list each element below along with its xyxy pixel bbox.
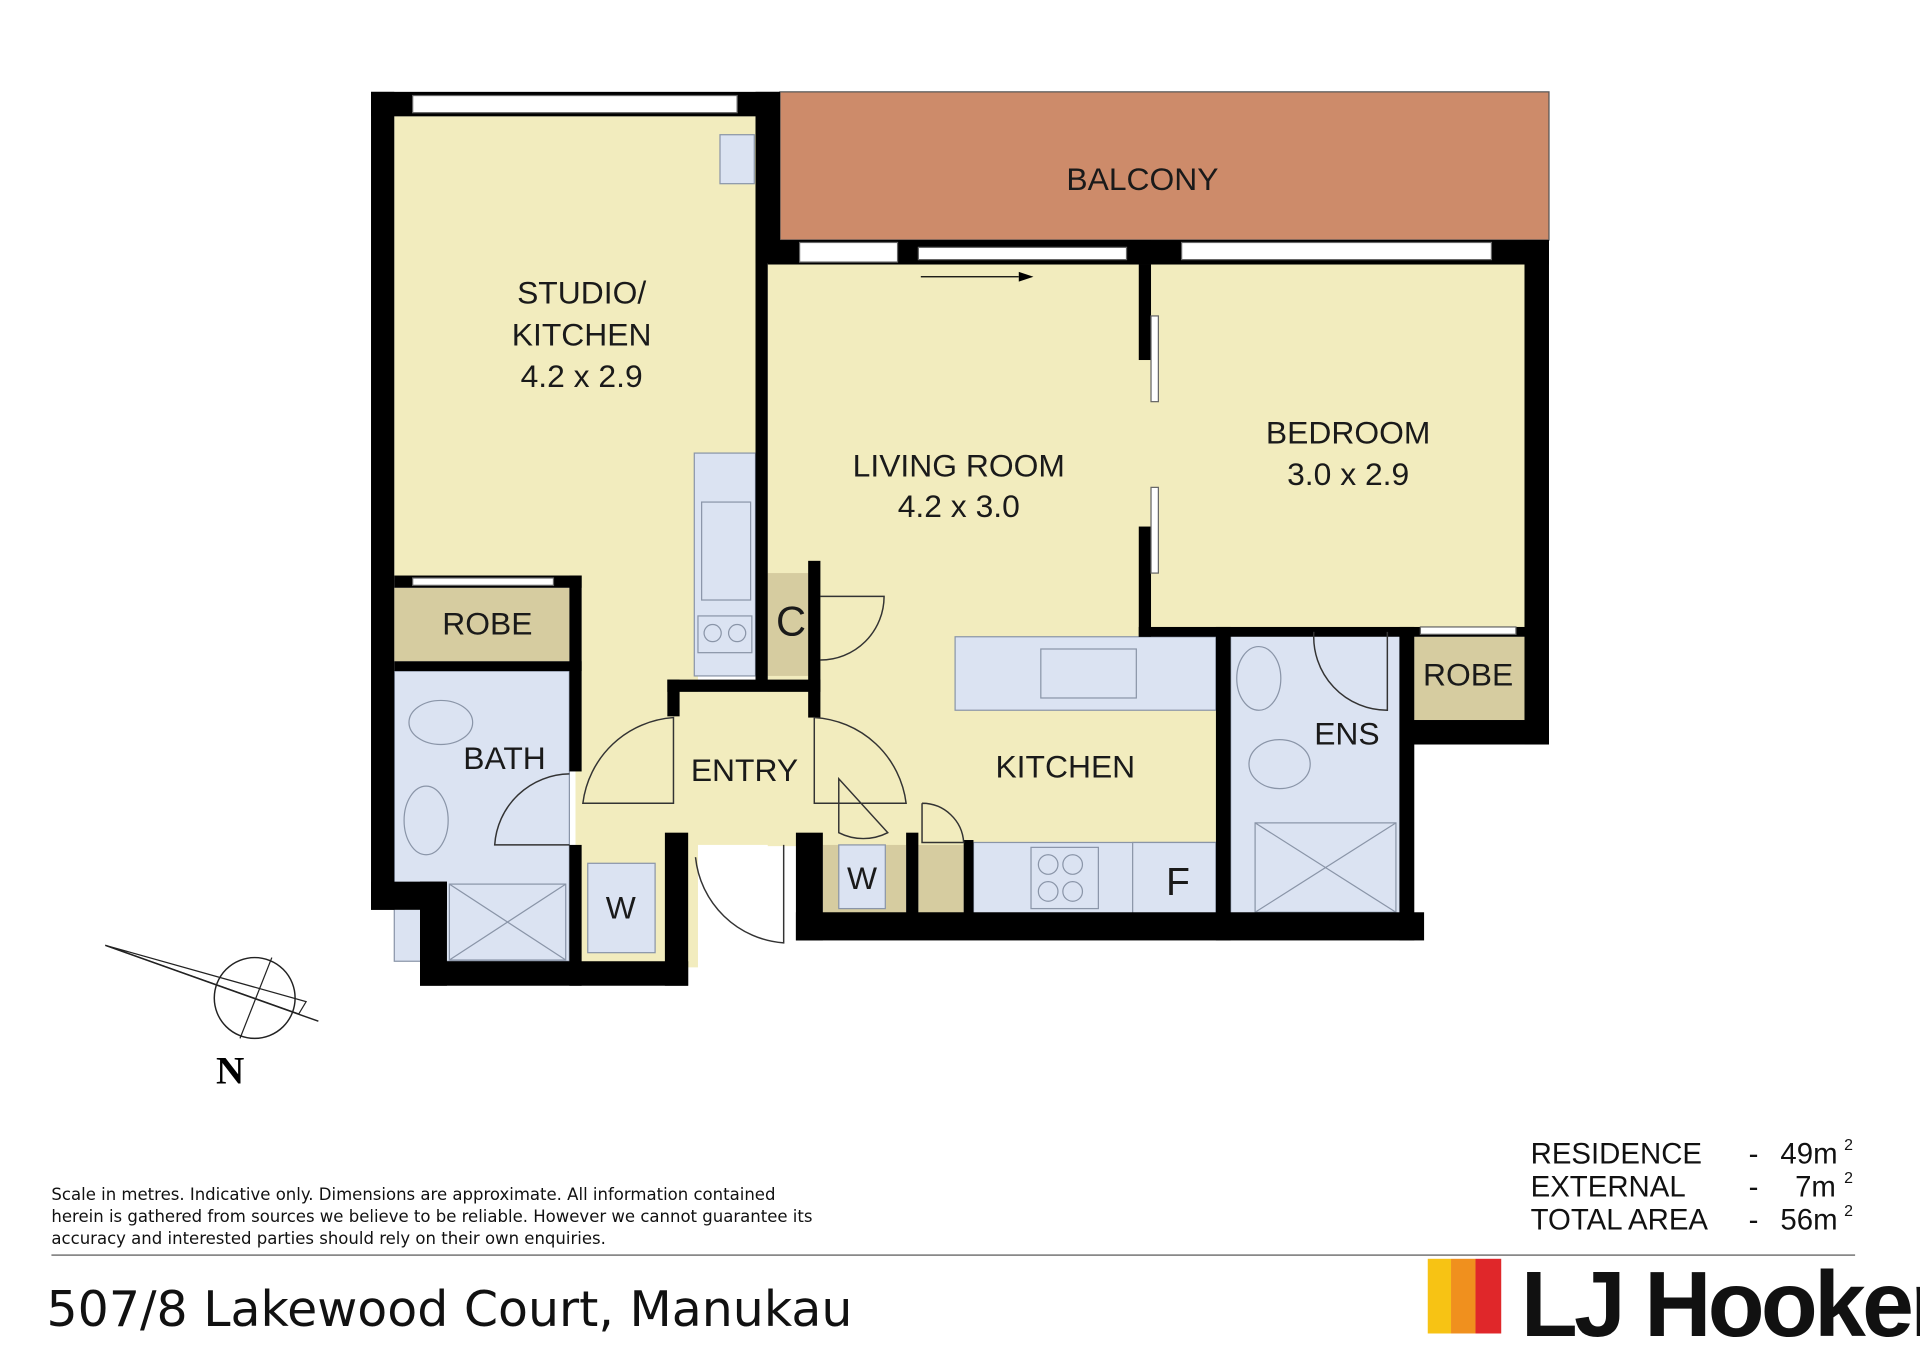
disclaimer-line-1: Scale in metres. Indicative only. Dimens… bbox=[51, 1185, 775, 1204]
door bbox=[493, 773, 570, 846]
burner-icon bbox=[727, 623, 747, 643]
bath-toilet bbox=[408, 699, 474, 746]
washer-left bbox=[587, 862, 656, 954]
bath-basin bbox=[403, 785, 449, 856]
ens-toilet bbox=[1248, 739, 1311, 790]
area-value: 49m bbox=[1780, 1137, 1837, 1170]
bedroom-floor bbox=[1151, 264, 1525, 630]
burner-icon bbox=[1037, 854, 1059, 875]
label-cupboard: C bbox=[776, 598, 806, 645]
area-label: RESIDENCE bbox=[1531, 1137, 1702, 1170]
area-table: RESIDENCE - 49m 2 EXTERNAL - 7m 2 TOTAL … bbox=[1531, 1137, 1853, 1237]
washer-mid bbox=[838, 844, 886, 910]
logo-text: LJ Hooker bbox=[1521, 1252, 1920, 1356]
burner-icon bbox=[1062, 854, 1084, 875]
property-address: 507/8 Lakewood Court, Manukau bbox=[47, 1281, 853, 1338]
robe-left bbox=[394, 587, 570, 662]
lj-hooker-logo: LJ Hooker bbox=[1427, 1252, 1920, 1356]
area-label: EXTERNAL bbox=[1531, 1170, 1686, 1203]
arrow-icon bbox=[1018, 271, 1034, 282]
label-bedroom: BEDROOM bbox=[1266, 414, 1430, 450]
entry-floor bbox=[575, 691, 821, 845]
area-value: 56m bbox=[1780, 1203, 1837, 1236]
door bbox=[838, 776, 889, 840]
balcony bbox=[779, 91, 1550, 241]
cooktop bbox=[1030, 846, 1099, 910]
door bbox=[1313, 631, 1389, 711]
window bbox=[798, 241, 899, 263]
area-sep: - bbox=[1749, 1137, 1759, 1170]
area-sup: 2 bbox=[1844, 1170, 1853, 1187]
label-living: LIVING ROOM bbox=[853, 447, 1065, 483]
robe-right bbox=[1414, 636, 1525, 721]
window bbox=[1181, 241, 1493, 261]
label-studio-kitchen: KITCHEN bbox=[512, 316, 652, 352]
label-w-left: W bbox=[606, 889, 636, 925]
disclaimer-line-2: herein is gathered from sources we belie… bbox=[51, 1207, 812, 1226]
walls bbox=[371, 91, 1549, 986]
label-robe-right: ROBE bbox=[1423, 657, 1513, 693]
disclaimer-line-3: accuracy and interested parties should r… bbox=[51, 1229, 605, 1248]
area-sep: - bbox=[1749, 1170, 1759, 1203]
label-ens: ENS bbox=[1314, 716, 1379, 752]
studio-cabinet bbox=[719, 134, 755, 185]
area-sup: 2 bbox=[1844, 1203, 1853, 1220]
dim-studio: 4.2 x 2.9 bbox=[521, 358, 643, 394]
burner-icon bbox=[1062, 881, 1084, 902]
pantry-closet bbox=[918, 844, 964, 914]
burner-icon bbox=[703, 623, 722, 643]
door bbox=[820, 595, 885, 661]
window bbox=[412, 94, 738, 114]
label-w-mid: W bbox=[847, 860, 877, 896]
label-bath: BATH bbox=[463, 740, 546, 776]
area-value: 7m bbox=[1795, 1170, 1836, 1203]
dim-living: 4.2 x 3.0 bbox=[898, 488, 1020, 524]
area-sup: 2 bbox=[1844, 1137, 1853, 1154]
sliding-door bbox=[917, 246, 1128, 261]
label-entry: ENTRY bbox=[691, 752, 798, 788]
door bbox=[582, 716, 675, 805]
label-balcony: BALCONY bbox=[1066, 161, 1218, 197]
entry-door bbox=[694, 844, 785, 944]
ens-basin bbox=[1236, 645, 1282, 711]
area-sep: - bbox=[1749, 1203, 1759, 1236]
label-kitchen: KITCHEN bbox=[995, 749, 1135, 785]
cupboard bbox=[767, 573, 809, 676]
label-studio: STUDIO/ bbox=[517, 275, 646, 311]
compass-icon bbox=[105, 944, 319, 1040]
dim-bedroom: 3.0 x 2.9 bbox=[1287, 456, 1409, 492]
fridge-space bbox=[1132, 841, 1217, 915]
kitchen-sink bbox=[1040, 648, 1137, 699]
burner-icon bbox=[1037, 881, 1059, 902]
compass-north-label: N bbox=[216, 1050, 244, 1093]
door bbox=[921, 802, 965, 844]
label-robe-left: ROBE bbox=[442, 605, 532, 641]
door bbox=[813, 716, 907, 805]
studio-sink bbox=[701, 501, 752, 601]
label-fridge: F bbox=[1166, 861, 1190, 904]
area-label: TOTAL AREA bbox=[1531, 1203, 1709, 1236]
